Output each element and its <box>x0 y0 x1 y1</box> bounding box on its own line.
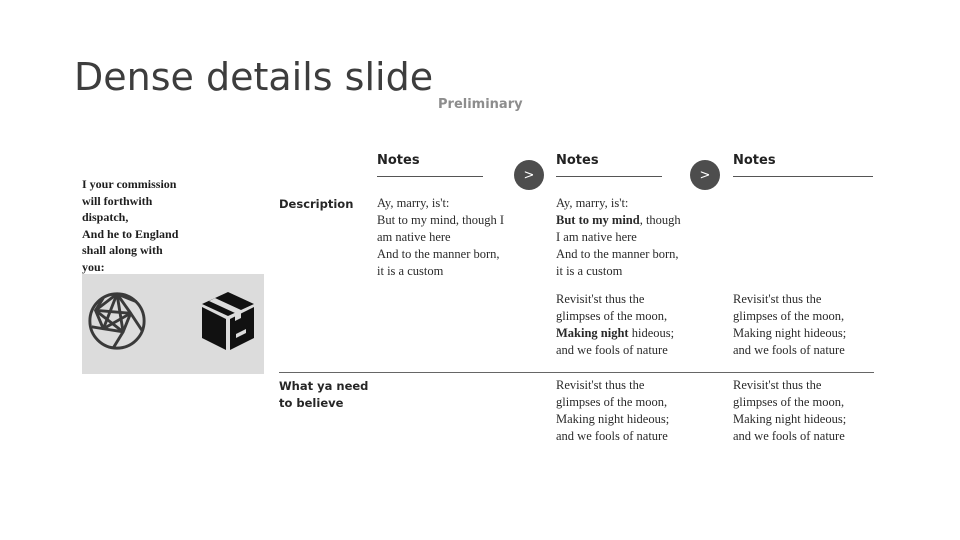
column-header-notes-2: Notes <box>556 153 599 168</box>
cell-line: But to my mind, though I <box>377 213 505 227</box>
box-icon <box>202 292 254 350</box>
cell-line: am native here <box>377 230 451 244</box>
cell-line: Making night hideous; <box>556 412 670 426</box>
cell-line: Ay, marry, is't: <box>556 196 629 210</box>
description-cell-col2-top: Ay, marry, is't: But to my mind, though … <box>556 195 706 280</box>
side-quote-line: you: <box>82 259 105 274</box>
cell-line: it is a custom <box>377 264 444 278</box>
cell-line: Revisit'st thus the <box>733 292 822 306</box>
believe-cell-col2: Revisit'st thus the glimpses of the moon… <box>556 377 706 445</box>
believe-cell-col3: Revisit'st thus the glimpses of the moon… <box>733 377 883 445</box>
description-cell-col1: Ay, marry, is't: But to my mind, though … <box>377 195 527 280</box>
column-header-notes-3: Notes <box>733 153 776 168</box>
cell-line: glimpses of the moon, <box>733 395 845 409</box>
slide-subtitle: Preliminary <box>438 97 523 112</box>
description-cell-col3-bottom: Revisit'st thus the glimpses of the moon… <box>733 291 883 359</box>
row-label-line: What ya need <box>279 379 369 393</box>
cell-line: Making night hideous; <box>733 326 847 340</box>
cell-line: and we fools of nature <box>556 343 668 357</box>
cell-line: Ay, marry, is't: <box>377 196 450 210</box>
next-arrow-button[interactable]: > <box>690 160 720 190</box>
cell-line: glimpses of the moon, <box>556 395 668 409</box>
side-quote-line: dispatch, <box>82 210 129 224</box>
cell-line: and we fools of nature <box>556 429 668 443</box>
cell-text: hideous; <box>628 326 675 340</box>
cell-bold-text: Making night <box>556 326 629 340</box>
column-header-rule <box>377 176 483 177</box>
aperture-icon <box>88 292 146 350</box>
row-label-line: to believe <box>279 396 344 410</box>
next-arrow-button[interactable]: > <box>514 160 544 190</box>
column-header-rule <box>733 176 873 177</box>
cell-text: , though <box>639 213 681 227</box>
cell-line: glimpses of the moon, <box>556 309 668 323</box>
cell-line: and we fools of nature <box>733 343 845 357</box>
cell-line: it is a custom <box>556 264 623 278</box>
cell-line: Making night hideous; <box>556 325 706 342</box>
cell-line: And to the manner born, <box>556 247 679 261</box>
cell-line: I am native here <box>556 230 637 244</box>
row-label-believe: What ya need to believe <box>279 378 369 412</box>
cell-line: glimpses of the moon, <box>733 309 845 323</box>
row-divider <box>279 372 874 373</box>
slide-title: Dense details slide <box>74 55 434 99</box>
row-label-description: Description <box>279 197 354 211</box>
column-header-rule <box>556 176 662 177</box>
cell-line: Revisit'st thus the <box>556 378 645 392</box>
side-quote-line: will forthwith <box>82 193 153 208</box>
cell-bold-text: But to my mind <box>556 213 640 227</box>
side-quote-line: I your commission <box>82 177 177 191</box>
side-quote-line: shall along with <box>82 243 163 257</box>
side-quote: I your commission will forthwith dispatc… <box>82 176 212 275</box>
cell-line: And to the manner born, <box>377 247 500 261</box>
side-image-panel <box>82 274 264 374</box>
cell-line: Revisit'st thus the <box>733 378 822 392</box>
description-cell-col2-bottom: Revisit'st thus the glimpses of the moon… <box>556 291 706 359</box>
cell-line: But to my mind, though <box>556 212 706 229</box>
cell-line: Revisit'st thus the <box>556 292 645 306</box>
cell-line: Making night hideous; <box>733 412 847 426</box>
cell-line: and we fools of nature <box>733 429 845 443</box>
side-quote-line: And he to England <box>82 226 179 241</box>
column-header-notes-1: Notes <box>377 153 420 168</box>
